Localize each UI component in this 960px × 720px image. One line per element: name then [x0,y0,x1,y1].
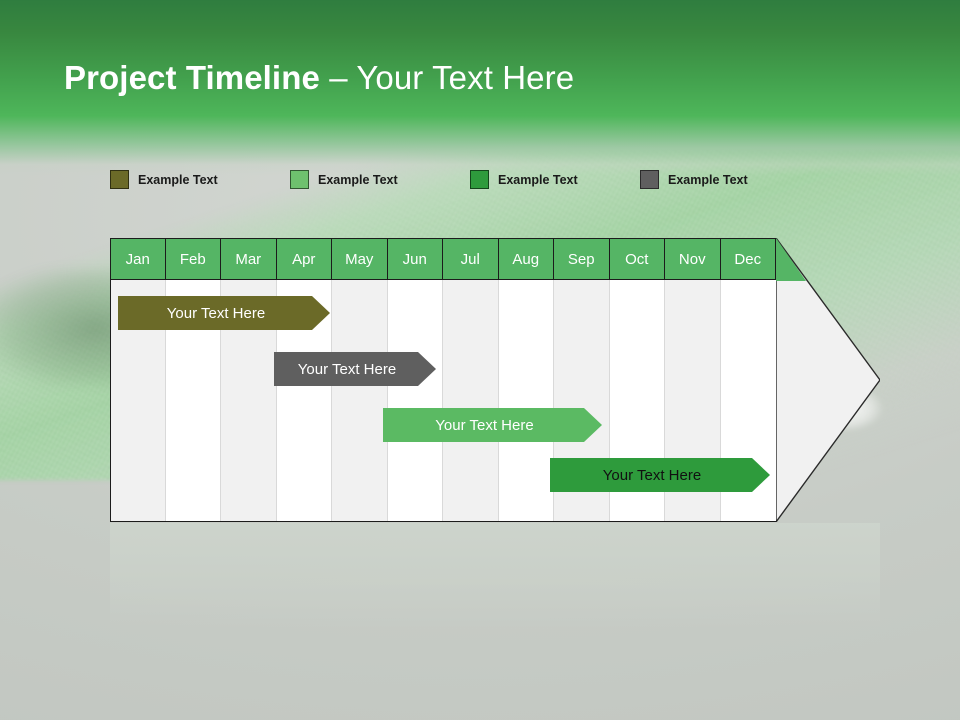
legend-swatch-icon [640,170,659,189]
legend-swatch-icon [290,170,309,189]
month-header-feb[interactable]: Feb [165,238,221,280]
month-header-sep[interactable]: Sep [554,238,610,280]
legend-swatch-icon [110,170,129,189]
legend-item-1[interactable]: Example Text [110,170,218,189]
timeline-grid [110,238,776,522]
month-header-mar[interactable]: Mar [221,238,277,280]
legend-item-label: Example Text [498,172,578,187]
month-header-jul[interactable]: Jul [443,238,499,280]
month-header-apr[interactable]: Apr [276,238,332,280]
timeline-bar-label: Your Text Here [435,416,534,434]
legend-swatch-icon [470,170,489,189]
month-header-oct[interactable]: Oct [609,238,665,280]
legend-item-label: Example Text [318,172,398,187]
timeline-column-jan [110,238,166,522]
timeline-bar-label: Your Text Here [166,304,266,322]
timeline-bar-1[interactable]: Your Text Here [118,296,330,330]
header-band [0,0,960,175]
page-title-light: – Your Text Here [319,59,575,96]
timeline-bar-2[interactable]: Your Text Here [274,352,436,386]
legend: Example Text Example Text Example Text Exam… [110,170,870,194]
month-header-may[interactable]: May [332,238,388,280]
page-title-strong: Project Timeline [64,59,320,96]
timeline-bar-3[interactable]: Your Text Here [383,408,602,442]
timeline-bar-label: Your Text Here [297,360,397,378]
month-header-nov[interactable]: Nov [665,238,721,280]
timeline-bar-4[interactable]: Your Text Here [550,458,770,492]
legend-item-label: Example Text [138,172,218,187]
timeline-column-feb [165,238,221,522]
timeline-column-mar [221,238,277,522]
timeline-column-jul [443,238,499,522]
month-header-aug[interactable]: Aug [498,238,554,280]
timeline-bar-label: Your Text Here [602,466,702,484]
legend-item-3[interactable]: Example Text [470,170,578,189]
page-title: Project Timeline – Your Text Here [64,59,574,97]
header-arrow-wedge [776,238,806,281]
month-header-jun[interactable]: Jun [387,238,443,280]
legend-item-2[interactable]: Example Text [290,170,398,189]
legend-item-label: Example Text [668,172,748,187]
month-header-jan[interactable]: Jan [110,238,166,280]
legend-item-4[interactable]: Example Text [640,170,748,189]
month-header-dec[interactable]: Dec [720,238,776,280]
timeline-column-aug [498,238,554,522]
